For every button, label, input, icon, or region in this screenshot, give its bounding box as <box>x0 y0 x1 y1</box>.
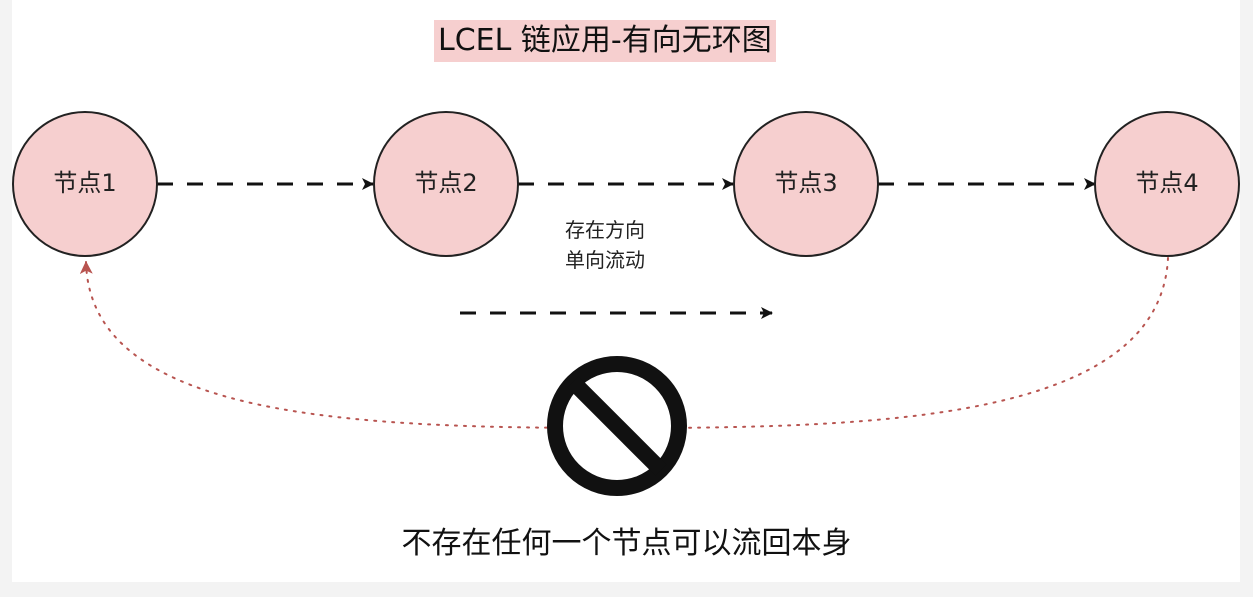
node-1 <box>12 111 158 257</box>
node-4 <box>1094 111 1240 257</box>
node-1-label: 节点1 <box>53 169 117 197</box>
prohibition-icon <box>547 356 687 496</box>
diagram-title: LCEL 链应用-有向无环图 <box>434 20 776 62</box>
prohibition-caption: 不存在任何一个节点可以流回本身 <box>401 526 852 561</box>
node-2-label: 节点2 <box>414 169 478 197</box>
direction-note-line1: 存在方向 <box>565 218 645 242</box>
node-4-label: 节点4 <box>1135 169 1199 197</box>
node-3-label: 节点3 <box>774 169 838 197</box>
node-2 <box>373 111 519 257</box>
node-3 <box>733 111 879 257</box>
direction-note-line2: 单向流动 <box>565 248 645 272</box>
